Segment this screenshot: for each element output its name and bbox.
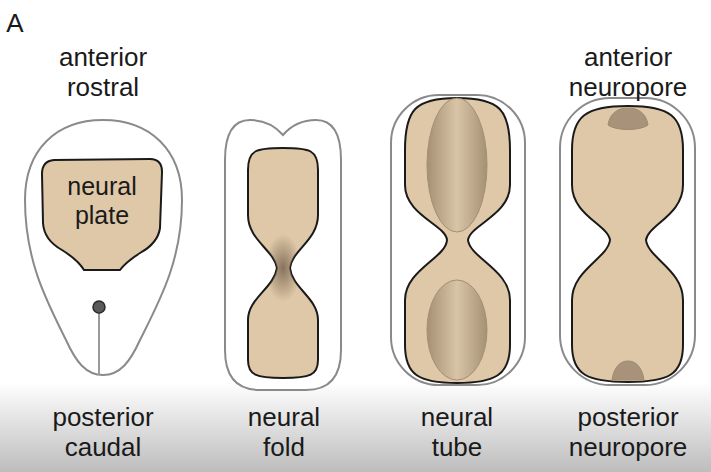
primitive-node	[93, 301, 105, 313]
embryo-outline	[391, 95, 525, 385]
neural-tube-shape	[405, 98, 510, 383]
structure-label: neural plate	[67, 172, 137, 230]
bottom-band	[0, 382, 711, 472]
neural-tube-shape	[572, 106, 683, 382]
fold-shading	[265, 234, 301, 302]
embryo-outline	[25, 120, 182, 375]
structure-label: posterior neuropore	[569, 402, 688, 462]
closing-groove	[427, 98, 487, 232]
neural-plate: neural plate	[40, 158, 164, 272]
panel-letter: A	[6, 8, 23, 38]
anterior-neuropore-opening	[608, 108, 648, 130]
axis-label: posterior caudal	[52, 402, 153, 462]
primitive-streak	[98, 313, 100, 375]
axis-label: anterior rostral	[59, 42, 147, 102]
embryo-outline	[225, 120, 341, 390]
structure-label: anterior neuropore	[569, 42, 688, 102]
neural-fold-shape	[248, 148, 318, 378]
stage-label: neural tube	[421, 402, 493, 462]
embryo-outline	[560, 98, 695, 385]
neural-plate-outline	[42, 159, 162, 270]
posterior-neuropore-opening	[612, 361, 644, 380]
stage-label: neural fold	[248, 402, 320, 462]
closing-groove	[427, 280, 487, 380]
